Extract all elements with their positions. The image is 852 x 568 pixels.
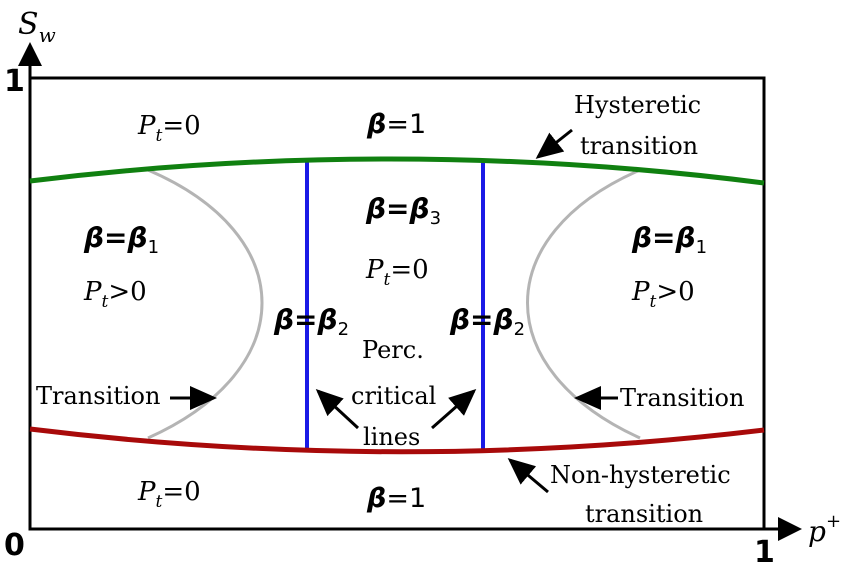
y-axis-label: Sw [18, 7, 56, 47]
perc-label-line1: Perc. [362, 336, 424, 364]
top-left-pt-label: Pt=0 [137, 111, 201, 146]
hysteretic-curve [29, 156, 765, 186]
perc-arrow-right [431, 389, 477, 430]
bottom-left-pt-label: Pt=0 [137, 477, 201, 512]
left-beta2-label: β=β2 [273, 303, 349, 340]
center-pt-label: Pt=0 [365, 255, 429, 290]
origin-label: 0 [4, 528, 25, 563]
left-beta1-label: β=β1 [83, 221, 159, 258]
hysteretic-arrow [535, 128, 573, 159]
top-beta-label: β=1 [366, 109, 426, 140]
right-pt-label: Pt>0 [631, 277, 695, 312]
x-axis-label: p+ [808, 511, 841, 548]
left-pt-label: Pt>0 [83, 277, 147, 312]
transition-right-label: Transition [620, 384, 744, 412]
nonhysteretic-curve [29, 426, 765, 455]
hysteretic-label-line1: Hysteretic [574, 91, 701, 119]
nonhysteretic-arrow [507, 458, 549, 494]
nonhysteretic-label-line1: Non-hysteretic [550, 461, 731, 489]
center-beta3-label: β=β3 [365, 192, 441, 229]
nonhysteretic-label-line2: transition [585, 500, 703, 528]
perc-arrow-left [315, 388, 360, 430]
transition-left-label: Transition [36, 382, 160, 410]
right-beta2-label: β=β2 [449, 303, 525, 340]
y-max-label: 1 [4, 64, 25, 99]
perc-label-line2: critical [351, 382, 436, 410]
right-beta1-label: β=β1 [631, 221, 707, 258]
bottom-beta-label: β=1 [366, 483, 426, 514]
hysteretic-label-line2: transition [580, 132, 698, 160]
perc-label-line3: lines [363, 423, 420, 451]
x-max-label: 1 [754, 535, 775, 568]
